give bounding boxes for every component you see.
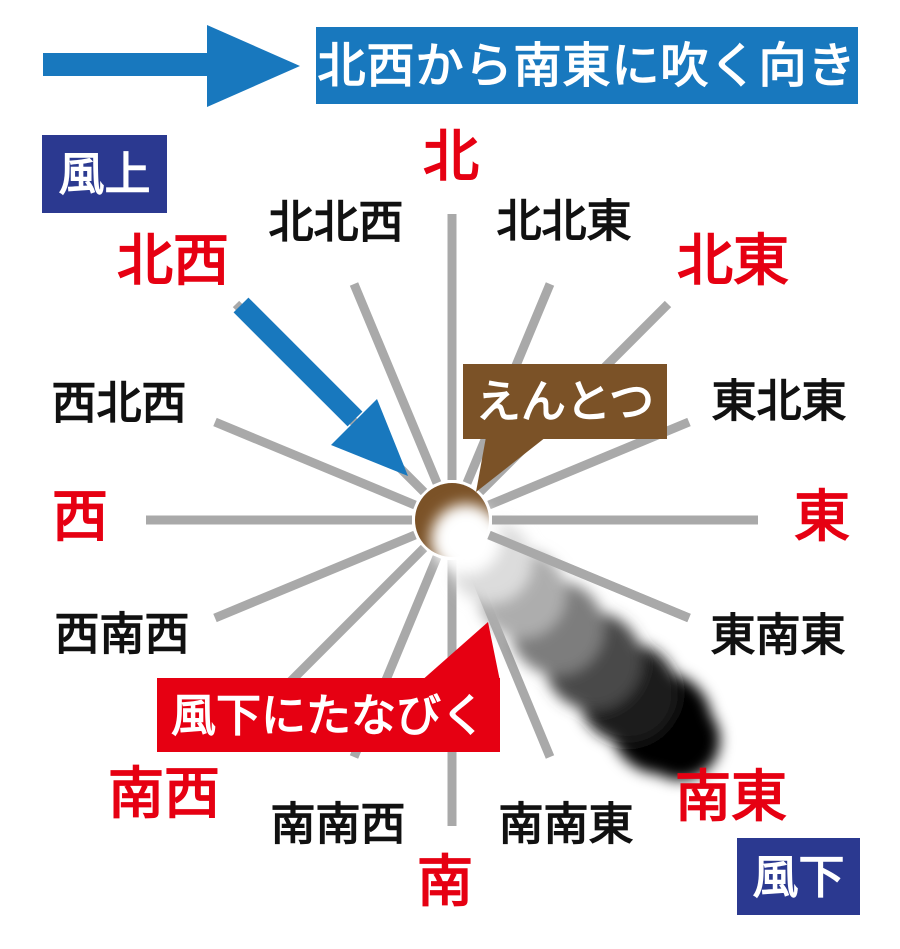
- compass-label-ese: 東南東: [710, 608, 846, 662]
- leeward-badge: 風下: [737, 838, 860, 915]
- compass-label-s: 南: [417, 850, 473, 915]
- compass-label-n: 北: [423, 125, 479, 190]
- windward-badge: 風上: [42, 135, 167, 213]
- compass-label-ssw: 南南西: [270, 797, 406, 851]
- chimney-bubble: えんとつ: [463, 364, 667, 439]
- compass-label-sw: 南西: [108, 762, 220, 827]
- compass-label-nnw: 北北西: [268, 195, 404, 249]
- compass-line-ese-overlay: [487, 530, 691, 623]
- chimney-bubble-tail: [476, 437, 546, 492]
- compass-label-ne: 北東: [677, 229, 789, 294]
- downwind-bubble: 風下にたなびく: [157, 678, 500, 752]
- wind-arrow-nw-icon: [233, 297, 408, 476]
- compass-line-nnw: [349, 282, 442, 485]
- compass-label-nne: 北北東: [496, 194, 632, 248]
- compass-label-e: 東: [794, 485, 850, 550]
- downwind-bubble-tail: [420, 622, 500, 682]
- compass-label-w: 西: [52, 485, 108, 550]
- compass-label-wnw: 西北西: [51, 376, 187, 430]
- compass-line-wnw: [213, 417, 417, 510]
- compass-label-nw: 北西: [117, 229, 229, 294]
- wind-arrow-legend-icon: [43, 25, 300, 107]
- compass-line-wsw: [213, 530, 417, 623]
- banner-title: 北西から南東に吹く向き: [316, 27, 858, 104]
- compass-lines-over-smoke: [487, 515, 758, 623]
- compass-label-ene: 東北東: [711, 374, 847, 428]
- compass-label-sse: 南南東: [498, 797, 634, 851]
- compass-label-se: 南東: [675, 765, 787, 830]
- compass-label-wsw: 西南西: [54, 607, 190, 661]
